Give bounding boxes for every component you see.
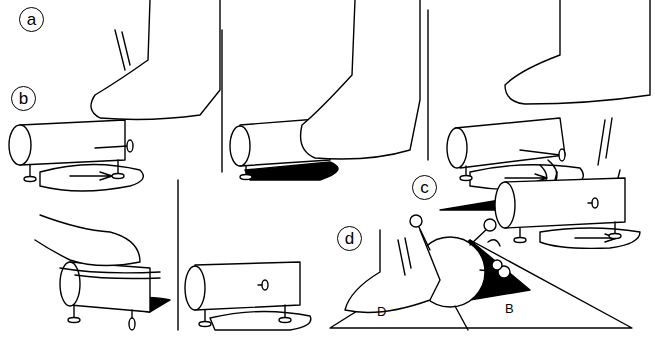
cylinder-a1 [9, 0, 220, 191]
ball-d [330, 215, 632, 330]
region-label: B [505, 302, 514, 315]
panel-letter: d [337, 226, 362, 251]
cylinder-b2 [185, 262, 311, 330]
region-label: D [377, 305, 386, 318]
panel-letter: c [412, 175, 437, 200]
cylinder-a2 [230, 0, 420, 180]
panel-letter-text: d [345, 230, 354, 247]
panel-letter: b [11, 86, 36, 111]
panel-letter-text: c [420, 179, 429, 196]
cylinder-c [440, 170, 640, 248]
cylinder-b1 [35, 215, 170, 330]
panel-letter-text: b [19, 90, 28, 107]
divider [427, 10, 428, 160]
divider [177, 180, 178, 330]
divider [221, 30, 222, 172]
cylinder-a3 [447, 0, 650, 190]
panel-letter-text: a [27, 11, 36, 28]
panel-letter: a [19, 7, 44, 32]
